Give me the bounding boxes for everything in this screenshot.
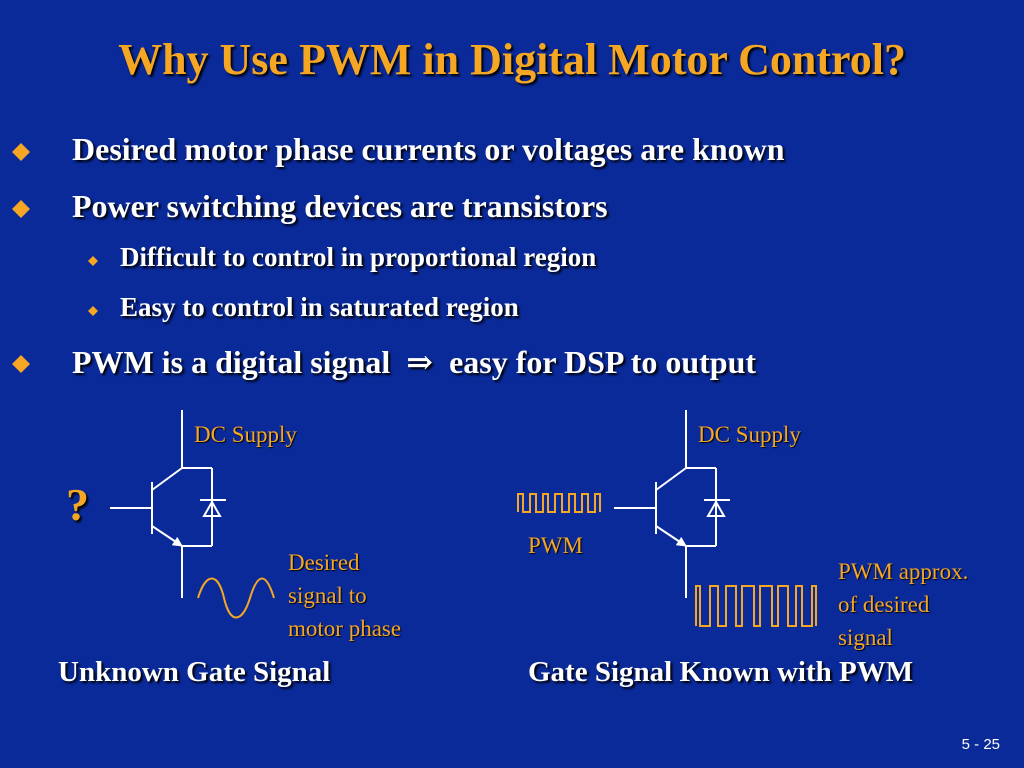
- pwm-approx-label-line-1: PWM approx.: [838, 559, 969, 584]
- bullet-3: PWM is a digital signal ⇒ easy for DSP t…: [72, 344, 757, 380]
- right-igbt-symbol: [614, 410, 730, 598]
- bullet-1: Desired motor phase currents or voltages…: [72, 131, 785, 167]
- slide-title: Why Use PWM in Digital Motor Control?: [118, 35, 906, 84]
- left-diagram-caption: Unknown Gate Signal: [58, 656, 331, 688]
- sub-bullet-1: Difficult to control in proportional reg…: [120, 242, 597, 272]
- small-diamond-bullet-icon: [88, 256, 98, 266]
- right-dc-supply-label: DC Supply: [698, 422, 801, 447]
- desired-signal-label-line-3: motor phase: [288, 616, 402, 641]
- left-dc-supply-label: DC Supply: [194, 422, 297, 447]
- output-pwm-waveform: [695, 585, 817, 627]
- gate-pwm-waveform: [517, 493, 601, 513]
- diamond-bullet-icon: [12, 200, 30, 218]
- pwm-label: PWM: [528, 533, 583, 558]
- diamond-bullet-icon: [12, 143, 30, 161]
- bullet-2: Power switching devices are transistors: [72, 188, 608, 224]
- pwm-approx-label-line-2: of desired: [838, 592, 930, 617]
- desired-signal-label-line-2: signal to: [288, 583, 367, 608]
- pwm-approx-label-line-3: signal: [838, 625, 893, 650]
- small-diamond-bullet-icon: [88, 306, 98, 316]
- unknown-gate-mark: ?: [66, 479, 89, 530]
- page-number: 5 - 25: [961, 736, 1000, 753]
- diamond-bullet-icon: [12, 355, 30, 373]
- left-igbt-symbol: [110, 410, 226, 598]
- desired-signal-label-line-1: Desired: [288, 550, 360, 575]
- right-diagram-caption: Gate Signal Known with PWM: [528, 656, 914, 688]
- sub-bullet-2: Easy to control in saturated region: [120, 292, 519, 322]
- left-sine-wave: [197, 577, 275, 619]
